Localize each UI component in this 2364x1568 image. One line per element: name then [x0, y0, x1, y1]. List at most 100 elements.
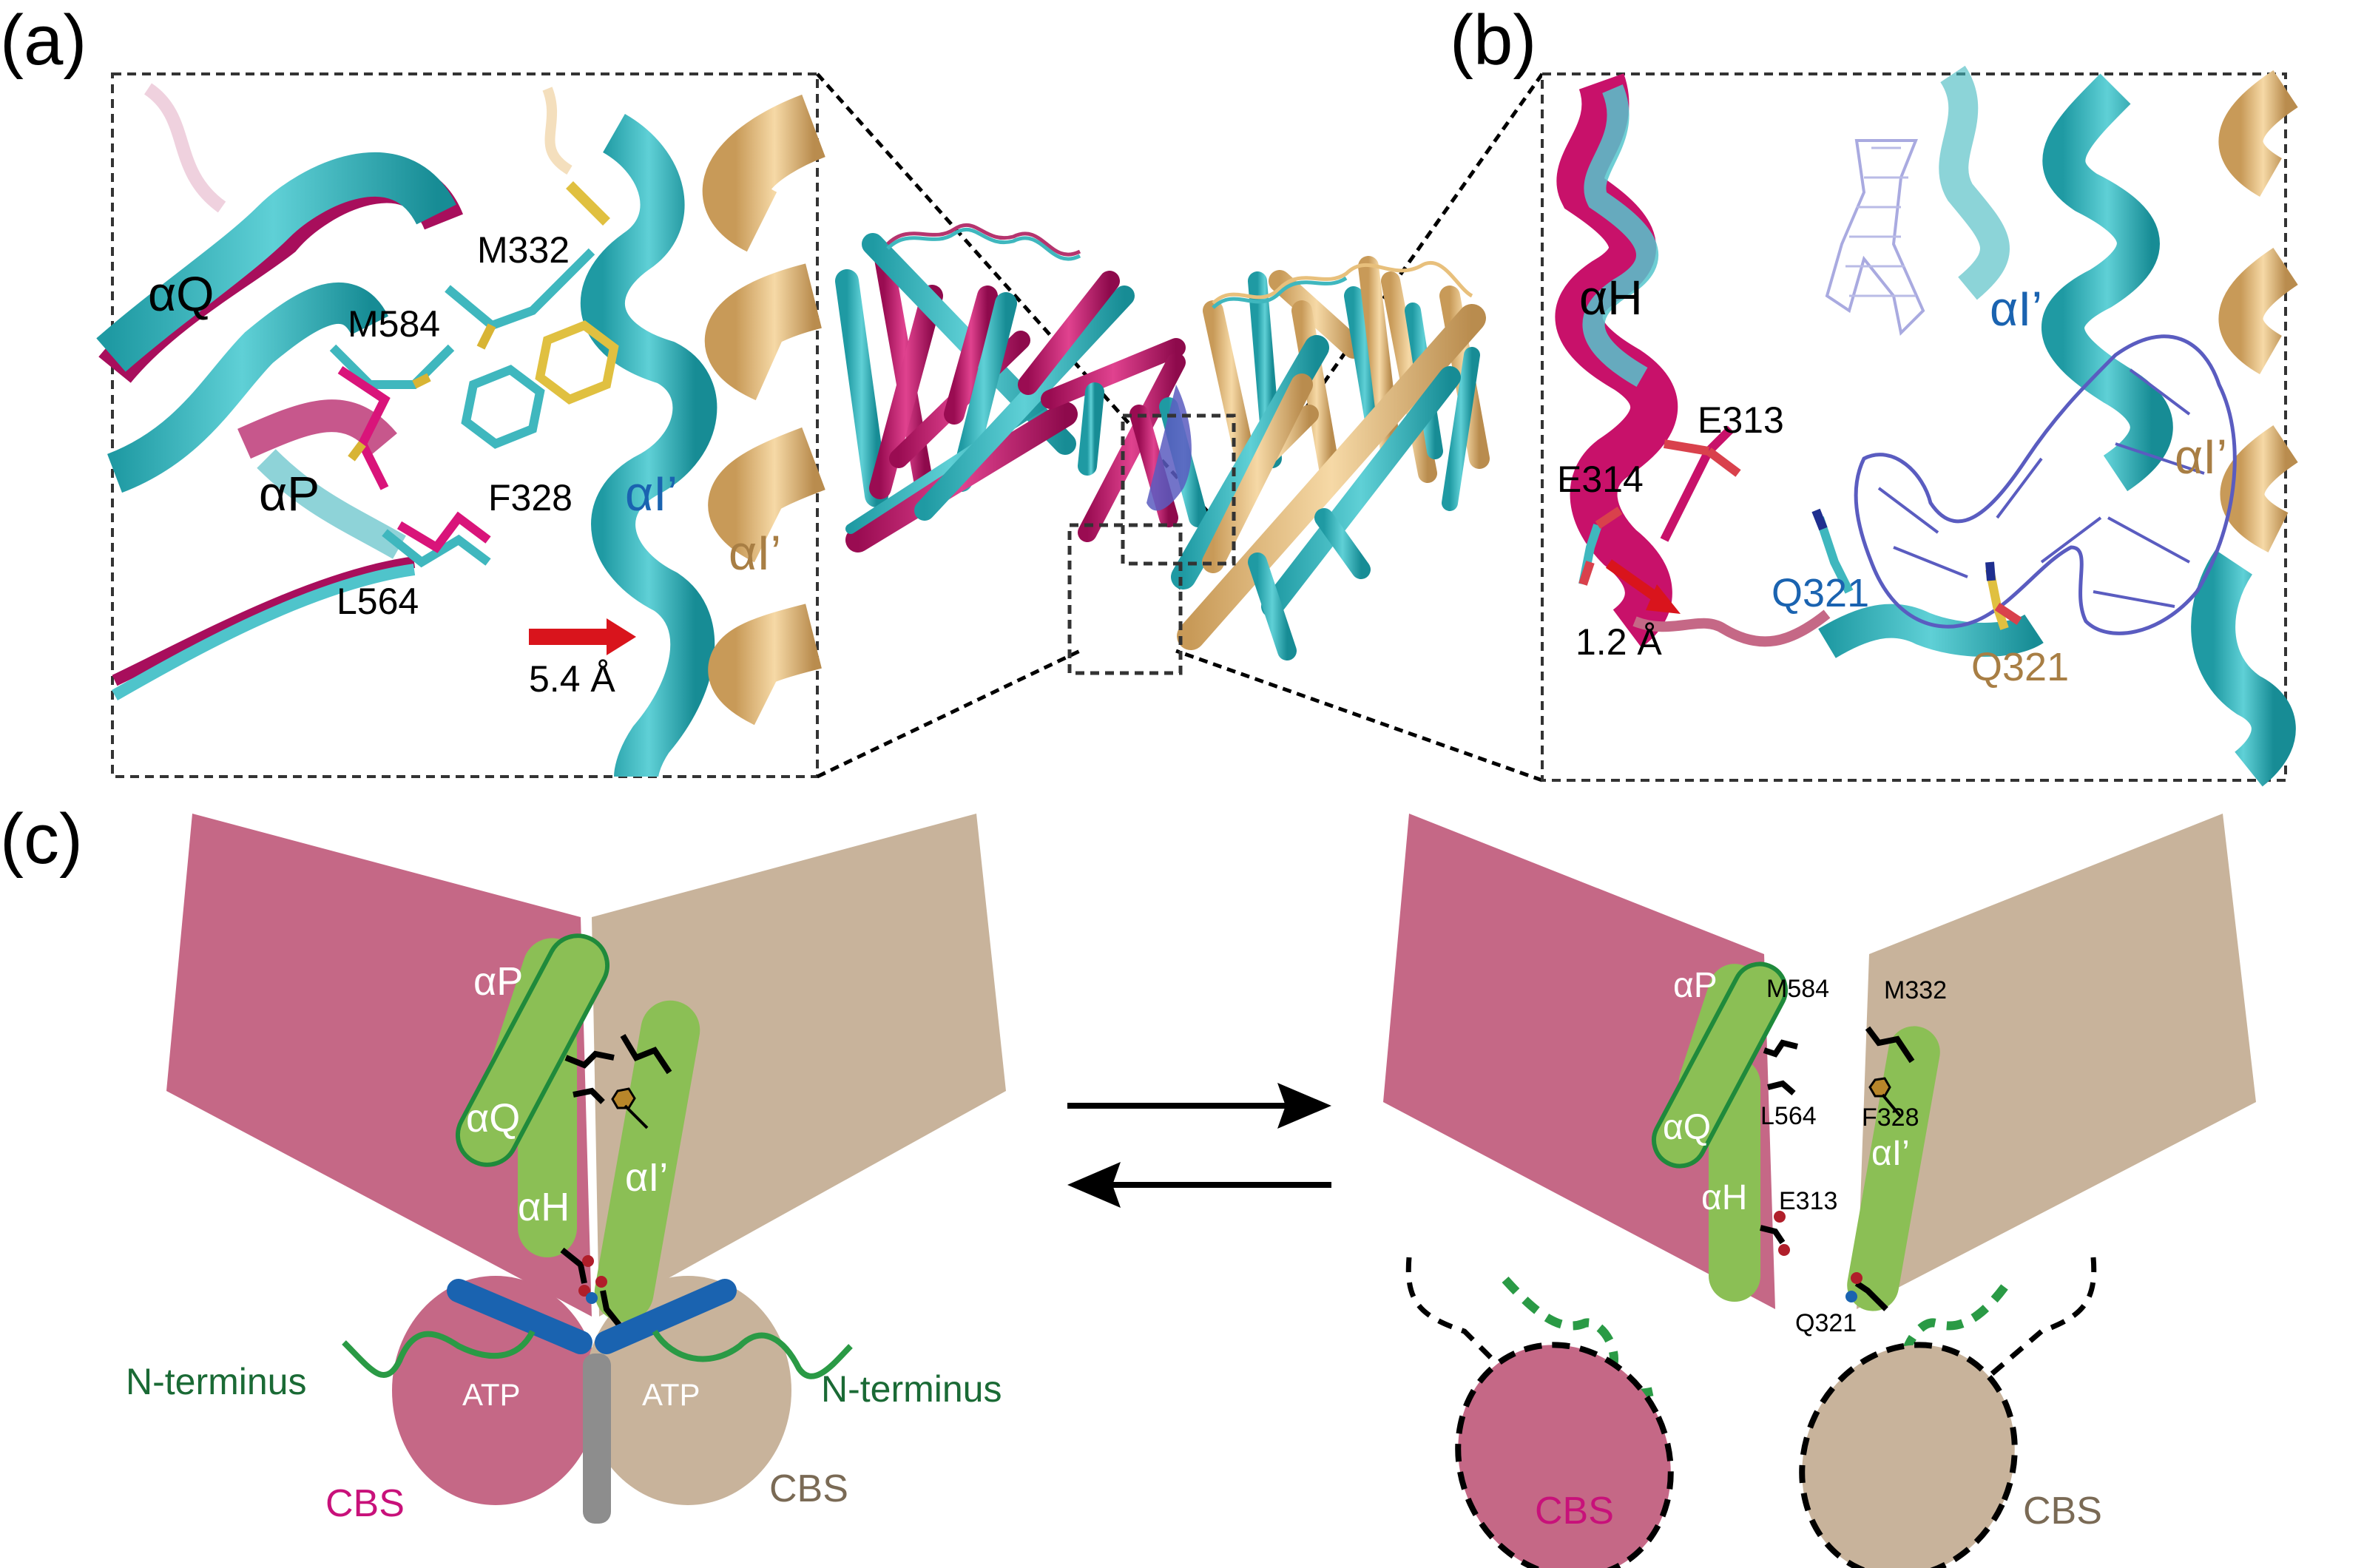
shift-arrow-head — [1646, 584, 1681, 614]
atom-oxygen — [1778, 1244, 1790, 1256]
label-helix-aP: αP — [1673, 966, 1718, 1005]
sidechain-M332 — [448, 185, 607, 348]
label-cbs-left: CBS — [325, 1482, 405, 1525]
sidechain-Q321-tan-N — [1985, 561, 1996, 581]
label-helix-aH: αH — [518, 1185, 570, 1229]
zoom-line — [816, 649, 1081, 779]
density-mesh-dark — [1854, 334, 2237, 635]
atom-nitrogen — [1845, 1291, 1857, 1302]
label-helix-aH: αH — [1701, 1178, 1747, 1217]
chain-a-cylinders — [835, 223, 1208, 552]
helix-cyan-faint — [1939, 65, 2010, 300]
equilibrium-arrows — [1067, 1083, 1331, 1208]
zoom-box-b — [1067, 523, 1183, 675]
helix-aI-prime-tan — [2218, 70, 2298, 552]
atp-bar-right — [595, 1279, 737, 1354]
label-helix-aQ: αQ — [466, 1096, 520, 1140]
panel-label-b: (b) — [1450, 1, 1537, 80]
sidechain-E313 — [1660, 425, 1741, 542]
label-E314: E314 — [1557, 459, 1644, 500]
atom-oxygen — [582, 1255, 594, 1267]
dashed-linker-left — [1405, 1257, 1511, 1378]
cbs-domain-left — [1455, 1342, 1674, 1568]
helix-cyan-bottom — [2191, 550, 2296, 787]
panel-label-c: (c) — [0, 800, 83, 879]
tm-domain-right — [592, 814, 1006, 1317]
label-n-terminus-left: N-terminus — [126, 1361, 306, 1402]
label-n-terminus-right: N-terminus — [821, 1368, 1002, 1410]
zoom-box-a — [1121, 413, 1236, 566]
label-atp-left: ATP — [462, 1377, 521, 1412]
label-helix-aI-prime-tan: αI’ — [2175, 429, 2227, 484]
density-mesh — [1146, 385, 1192, 511]
label-Q321-tan: Q321 — [1971, 645, 2069, 689]
sidechain-F328-bond — [1881, 1093, 1902, 1118]
sidechain-F328-bond — [624, 1104, 649, 1129]
label-cbs-right: CBS — [2023, 1490, 2102, 1532]
sidechain-M332 — [1865, 1026, 1915, 1064]
dashed-linker-right — [1988, 1257, 2097, 1378]
ribbon-faint — [148, 89, 222, 207]
helix-aQ — [455, 933, 610, 1167]
panel-c-closed-state: αP αQ αH αI’ ATP ATP N-terminus N-termin… — [126, 814, 1006, 1525]
atp-bar-left — [447, 1279, 592, 1354]
arrow-backward-head — [1067, 1162, 1121, 1208]
sidechain-L564 — [1767, 1080, 1796, 1096]
label-helix-aH: αH — [1579, 270, 1643, 325]
n-terminus-dashed-right — [1870, 1284, 2008, 1398]
label-M332: M332 — [1884, 976, 1947, 1004]
helix-aI-prime-cyan — [2042, 73, 2173, 492]
arrow-forward-head — [1277, 1083, 1331, 1129]
cbs-domain-right — [1799, 1342, 2018, 1568]
sidechain-Q321-cyan — [1815, 516, 1854, 594]
overall-structure — [816, 72, 1544, 783]
label-atp-right: ATP — [642, 1377, 700, 1412]
label-F328: F328 — [1862, 1104, 1919, 1132]
label-cbs-right: CBS — [769, 1467, 848, 1510]
helix-aI-prime-tan — [736, 126, 814, 695]
label-helix-aP: αP — [473, 959, 523, 1004]
n-terminus-left-line — [342, 1330, 536, 1379]
interface-bar — [583, 1354, 611, 1524]
sidechain-L564 — [573, 1087, 605, 1104]
zoom-line — [1175, 649, 1543, 783]
sidechain-Q321-cyan-N — [1811, 508, 1828, 531]
label-cbs-left: CBS — [1535, 1490, 1614, 1532]
label-M584: M584 — [1766, 975, 1829, 1003]
label-shift-5-4: 5.4 Å — [529, 658, 615, 700]
helix-aQ-cyan — [111, 175, 436, 355]
helix-aQ-lower — [115, 303, 370, 473]
density-mesh-pale — [1845, 146, 1916, 297]
loop-magenta — [115, 562, 414, 680]
loop-magenta — [1632, 609, 1831, 647]
sidechain-Q321 — [1854, 1280, 1888, 1311]
loop-cyan — [1818, 604, 2044, 658]
label-helix-aI-prime: αI’ — [625, 1155, 668, 1200]
helix-aI-prime — [1847, 1026, 1940, 1311]
label-Q321-blue: Q321 — [1772, 571, 1869, 615]
label-helix-aQ: αQ — [148, 266, 215, 321]
helix-aI-prime — [594, 1000, 700, 1322]
panel-b: αH E313 E314 1.2 Å Q321 Q321 αI’ αI’ — [1541, 65, 2298, 787]
label-M332: M332 — [477, 229, 570, 271]
tm-domain-left — [166, 814, 592, 1317]
label-L564: L564 — [1760, 1102, 1817, 1130]
loop-cyan — [115, 570, 414, 695]
label-M584: M584 — [348, 303, 440, 345]
atom-oxygen — [578, 1285, 590, 1297]
shift-arrow-shaft — [529, 629, 610, 645]
label-shift-1-2: 1.2 Å — [1576, 621, 1662, 663]
helix-aQ — [1652, 962, 1788, 1169]
ribbon-faint — [547, 89, 570, 170]
tm-domain-right — [1857, 814, 2256, 1309]
label-helix-aI-prime-tan: αI’ — [729, 525, 781, 580]
sidechain-M584 — [564, 1050, 615, 1069]
shift-arrow-head — [607, 618, 636, 655]
label-F328: F328 — [488, 477, 573, 518]
panel-label-a: (a) — [0, 1, 87, 80]
sidechain-M584 — [333, 348, 451, 488]
label-helix-aQ: αQ — [1663, 1108, 1711, 1147]
label-helix-aI-prime-blue: αI’ — [625, 466, 678, 521]
atom-oxygen — [1774, 1211, 1786, 1223]
atom-oxygen — [595, 1276, 607, 1288]
